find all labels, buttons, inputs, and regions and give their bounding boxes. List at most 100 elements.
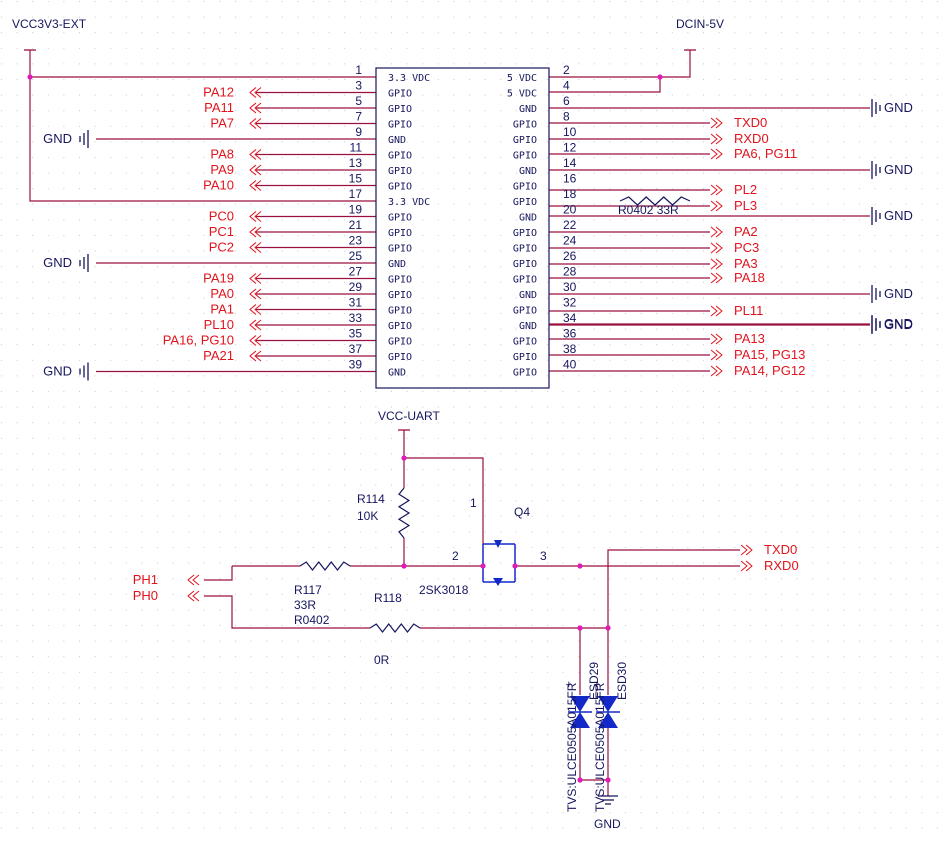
net-port-icon [710, 305, 718, 317]
r117-ref: R117 [294, 583, 322, 597]
net-port-icon [249, 304, 257, 315]
junction-dot [401, 563, 407, 569]
pin-function: GPIO [513, 135, 537, 146]
pin-function: GND [519, 290, 537, 301]
pin-function: GPIO [513, 275, 537, 286]
r118-ref: R118 [374, 591, 402, 605]
gnd-label: GND [43, 131, 72, 146]
pin-number: 1 [355, 63, 362, 77]
net-label: PA3 [734, 256, 758, 271]
esd-part: TVS:ULCE0505A015FR [593, 682, 607, 812]
pin-number: 26 [563, 249, 577, 263]
junction-dot [480, 563, 486, 569]
net-label: PA6, PG11 [734, 146, 797, 161]
gnd-label: GND [43, 255, 72, 270]
vcc-uart-label: VCC-UART [378, 409, 440, 423]
esd-ref: ESD30 [615, 662, 629, 700]
dcin-wire [660, 50, 691, 78]
r118-icon [369, 623, 421, 633]
net-label: PA13 [734, 331, 765, 346]
pin-number: 29 [349, 280, 363, 294]
net-port-icon [254, 335, 262, 346]
pin-number: 17 [349, 187, 363, 201]
pin-function: GPIO [388, 166, 412, 177]
gnd-label: GND [884, 286, 913, 301]
pin-number: 28 [563, 265, 577, 279]
pin-number: 7 [355, 110, 362, 124]
net-label: PC3 [734, 240, 759, 255]
net-port-icon [249, 350, 257, 362]
pin-number: 36 [563, 327, 577, 341]
net-label: TXD0 [734, 115, 767, 130]
net-port-icon [249, 211, 257, 222]
pin-number: 15 [349, 172, 363, 186]
junction-dot [605, 777, 611, 783]
junction-dot [577, 625, 583, 631]
pin-number: 6 [563, 94, 570, 108]
pin-function: GND [519, 166, 537, 177]
esd-plus: + [566, 679, 572, 691]
rxd0-label: RXD0 [764, 558, 799, 573]
pin-number: 30 [563, 280, 577, 294]
net-port-icon [715, 226, 723, 238]
pin-number: 13 [349, 156, 363, 170]
pin-function: GND [519, 104, 537, 115]
net-port-icon [715, 117, 723, 129]
pin-function: GPIO [513, 228, 537, 239]
pin-number: 14 [563, 156, 577, 170]
net-port-icon [740, 560, 748, 572]
q4-pin2: 2 [452, 549, 459, 563]
labels: 13.3 VDC3GPIO5GPIO7GPIO9GND11GPIO13GPIO1… [12, 17, 913, 831]
pin-number: 19 [349, 203, 363, 217]
net-label: PA15, PG13 [734, 347, 805, 362]
mosfet-diode-icon [493, 578, 503, 586]
gnd-label: GND [884, 100, 913, 115]
junction-dot [577, 777, 583, 783]
net-port-icon [249, 164, 257, 176]
r114-value: 10K [357, 509, 378, 523]
net-port-icon [740, 544, 748, 556]
pin-number: 5 [355, 94, 362, 108]
net-port-icon [254, 87, 262, 98]
net-port-icon [249, 87, 257, 98]
net-port-icon [249, 242, 257, 253]
ph0-wire [204, 595, 370, 629]
net-port-icon [710, 133, 718, 145]
junction-dot [657, 74, 663, 80]
net-label: PC0 [209, 209, 234, 224]
net-label: PA1 [210, 302, 234, 317]
net-port-icon [192, 574, 200, 586]
ph1-wire [204, 566, 233, 581]
net-port-icon [254, 211, 262, 222]
r114-icon [397, 487, 411, 539]
pin-number: 8 [563, 110, 570, 124]
pin-function: GPIO [513, 259, 537, 270]
net-port-icon [254, 149, 262, 160]
pin-function: GPIO [513, 182, 537, 193]
pin-number: 16 [563, 172, 577, 186]
pin-number: 40 [563, 358, 577, 372]
resistor-icon [619, 196, 691, 206]
pin-number: 38 [563, 342, 577, 356]
pin-function: GPIO [388, 120, 412, 131]
net-port-icon [715, 200, 723, 212]
dcin-wire [549, 77, 661, 93]
symbols [24, 49, 881, 805]
net-port-icon [254, 273, 262, 284]
net-port-icon [715, 242, 723, 254]
pin-number: 23 [349, 234, 363, 248]
esd-minus: - [568, 733, 572, 745]
net-label: PC1 [209, 224, 234, 239]
mosfet-arrow-icon [494, 540, 502, 548]
net-port-icon [715, 184, 723, 196]
q4-part: 2SK3018 [419, 583, 469, 597]
net-port-icon [710, 242, 718, 254]
net-port-icon [249, 226, 257, 238]
net-port-icon [715, 148, 723, 160]
tvs-diode-icon [570, 712, 590, 728]
junction-dot [401, 455, 407, 461]
r117-package: R0402 [294, 613, 330, 627]
pin-number: 35 [349, 327, 363, 341]
net-port-icon [715, 133, 723, 145]
